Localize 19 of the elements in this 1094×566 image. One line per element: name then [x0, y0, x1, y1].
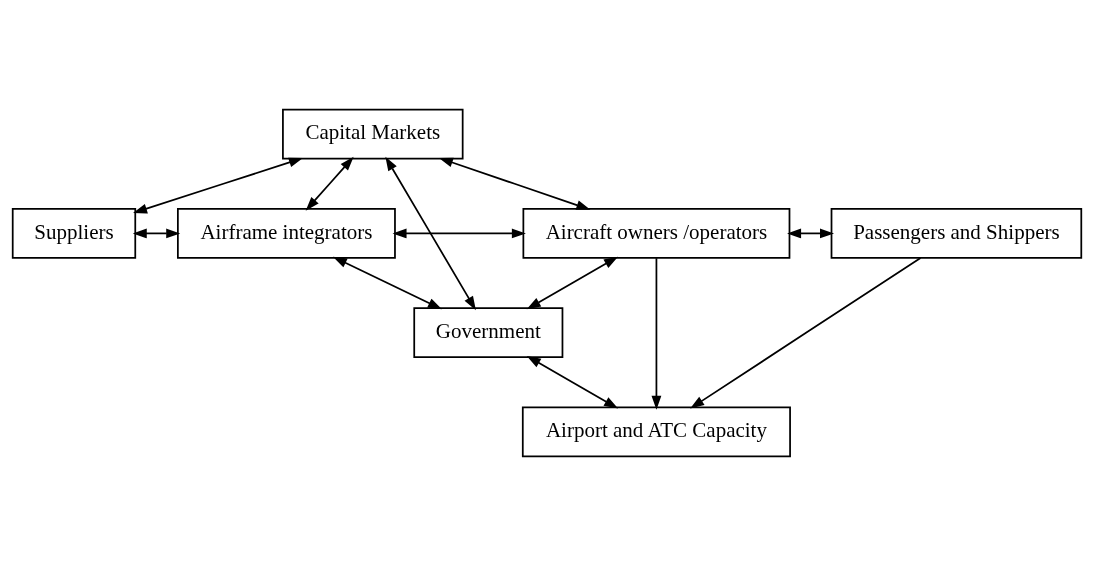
- arrow: [133, 157, 303, 214]
- arrow: [787, 228, 835, 239]
- node-box: Airport and ATC Capacity: [521, 406, 791, 458]
- arrow: [690, 257, 922, 409]
- node-box: Airframe integrators: [177, 208, 396, 259]
- node-box: Suppliers: [11, 208, 137, 259]
- arrow: [438, 157, 591, 210]
- arrow: [132, 228, 181, 239]
- arrow: [526, 355, 619, 409]
- node-box: Government: [413, 307, 564, 358]
- node-box: Capital Markets: [282, 108, 464, 160]
- arrow: [385, 156, 476, 311]
- arrow: [392, 228, 526, 239]
- node-box: Aircraft owners /operators: [522, 208, 791, 259]
- arrow: [651, 257, 662, 410]
- arrow: [305, 156, 354, 211]
- arrow: [332, 256, 442, 310]
- arrow: [526, 256, 619, 310]
- node-box: Passengers and Shippers: [830, 208, 1083, 259]
